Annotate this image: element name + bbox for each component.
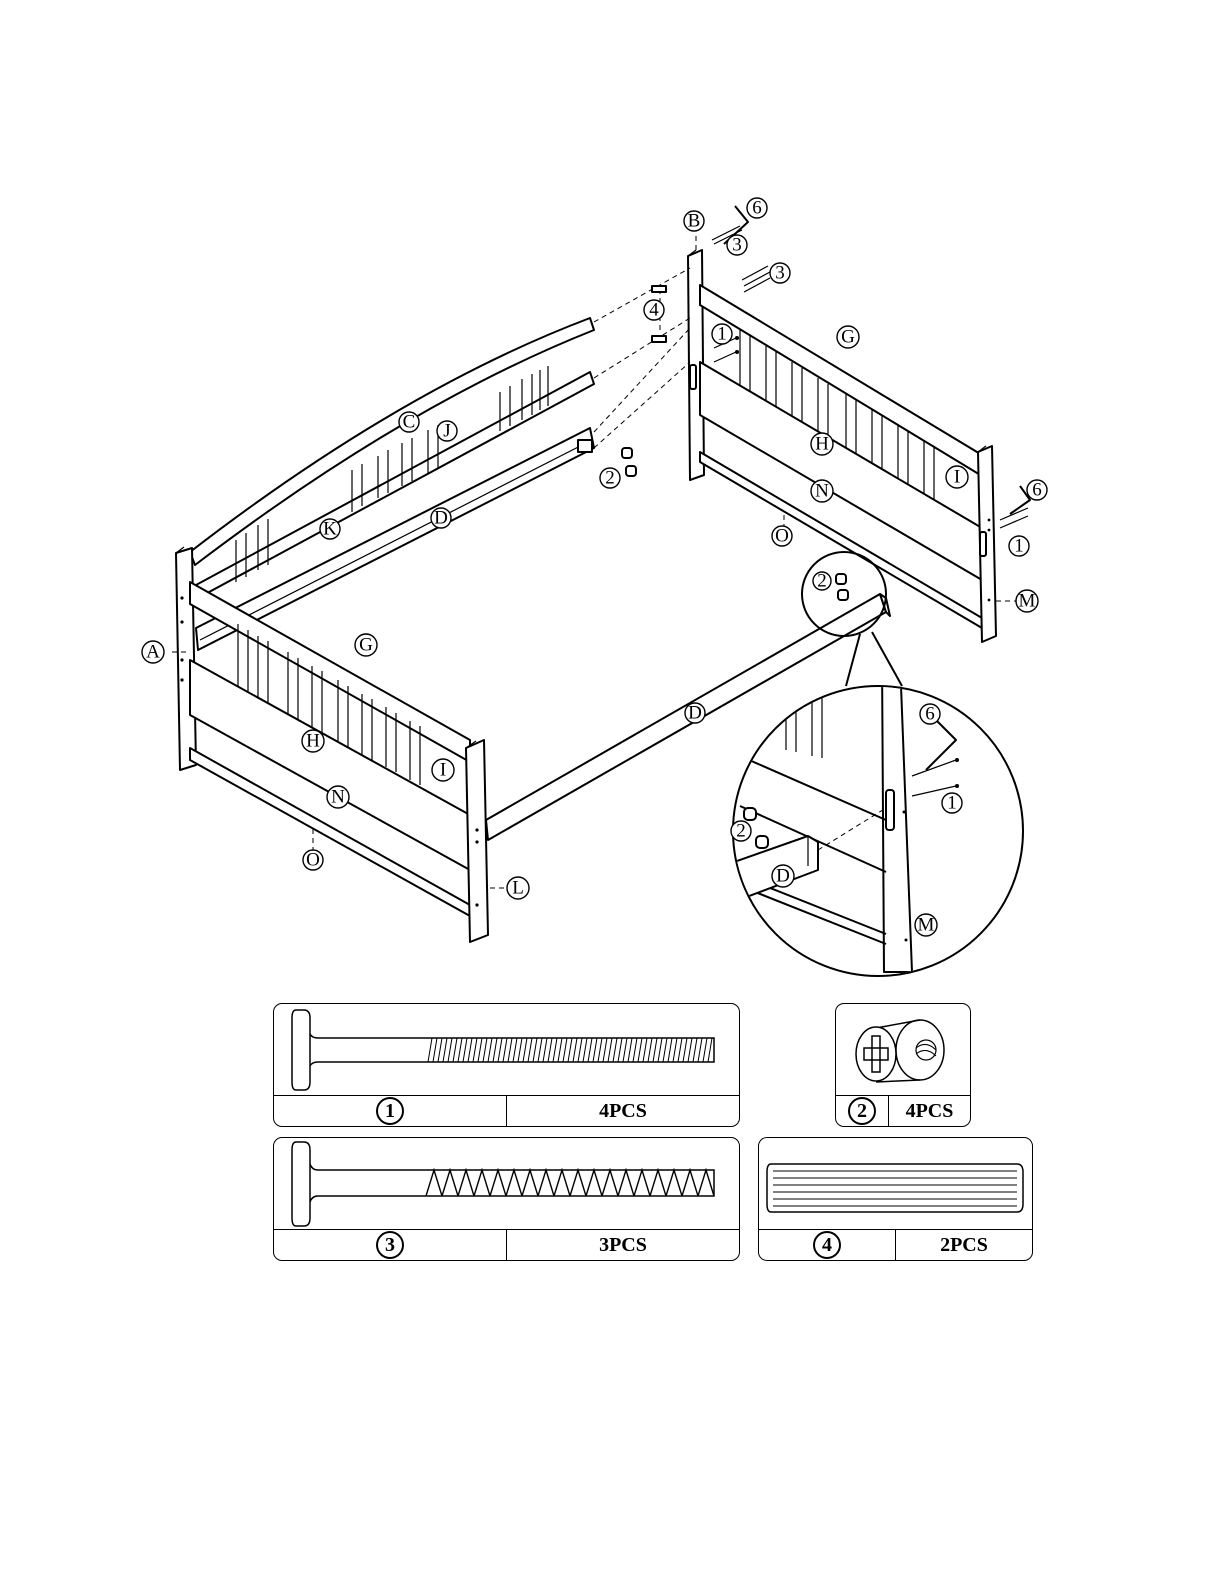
svg-text:G: G <box>359 635 373 656</box>
svg-text:K: K <box>323 519 337 540</box>
callout-H-right: H <box>811 433 833 455</box>
callout-N-right: N <box>811 480 833 502</box>
callout-N-left: N <box>327 786 349 808</box>
svg-text:3: 3 <box>732 235 742 256</box>
part-quantity-2: 4PCS <box>906 1100 954 1123</box>
callout-I-right: I <box>946 466 968 488</box>
part-quantity-1: 4PCS <box>599 1100 647 1123</box>
svg-text:1: 1 <box>1014 536 1024 557</box>
svg-text:H: H <box>306 731 320 752</box>
barrel-nut-icon <box>836 1004 970 1096</box>
left-headboard <box>176 547 488 942</box>
callout-D-back: D <box>431 508 451 529</box>
svg-text:I: I <box>440 760 446 781</box>
svg-text:M: M <box>1019 591 1036 612</box>
callout-O-left: O <box>303 850 323 871</box>
part-number-1: 1 <box>376 1097 404 1125</box>
svg-text:I: I <box>954 467 960 488</box>
svg-text:B: B <box>688 211 701 232</box>
svg-text:4: 4 <box>649 300 659 321</box>
svg-text:A: A <box>146 642 160 663</box>
svg-text:M: M <box>918 915 935 936</box>
svg-text:J: J <box>443 421 450 442</box>
callout-G-right: G <box>837 326 859 348</box>
svg-text:D: D <box>688 703 702 724</box>
svg-text:G: G <box>841 327 855 348</box>
part-number-4: 4 <box>813 1231 841 1259</box>
back-rail-assembly <box>190 318 594 650</box>
callout-1-zoom: 1 <box>942 793 962 814</box>
hardware-item-4-footer: 4 2PCS <box>759 1229 1032 1260</box>
hardware-item-1-footer: 1 4PCS <box>274 1095 739 1126</box>
svg-text:6: 6 <box>752 198 762 219</box>
callout-J: J <box>437 421 457 442</box>
svg-text:2: 2 <box>736 821 746 842</box>
svg-text:1: 1 <box>717 324 727 345</box>
callout-1-right: 1 <box>1009 536 1029 557</box>
svg-text:2: 2 <box>817 571 827 592</box>
callout-L: L <box>507 877 529 899</box>
callout-M-top: M <box>1016 590 1038 612</box>
bolt-icon <box>274 1004 739 1096</box>
svg-text:6: 6 <box>1032 480 1042 501</box>
callout-I-left: I <box>432 759 454 781</box>
wood-screw-icon <box>274 1138 739 1230</box>
hardware-item-2-footer: 2 4PCS <box>836 1095 970 1126</box>
hardware-item-3-footer: 3 3PCS <box>274 1229 739 1260</box>
callout-G-left: G <box>355 634 377 656</box>
part-number-3: 3 <box>376 1231 404 1259</box>
callout-1-top: 1 <box>712 324 732 345</box>
svg-text:N: N <box>331 787 345 808</box>
callout-6-top: 6 <box>747 198 767 219</box>
callout-K: K <box>320 519 340 540</box>
callout-6-zoom: 6 <box>920 704 940 725</box>
callout-3-top: 3 <box>727 235 747 256</box>
callout-2-zoom: 2 <box>731 821 751 842</box>
svg-text:3: 3 <box>775 263 785 284</box>
callout-H-left: H <box>302 730 324 752</box>
svg-text:D: D <box>776 866 790 887</box>
part-number-2: 2 <box>848 1097 876 1125</box>
hardware-item-2: 2 4PCS <box>835 1003 971 1127</box>
callout-O-right: O <box>772 526 792 547</box>
callout-D-front: D <box>685 703 705 724</box>
hardware-item-1: 1 4PCS <box>273 1003 740 1127</box>
callout-2-top: 2 <box>600 468 620 489</box>
callout-D-zoom: D <box>772 865 794 887</box>
svg-text:O: O <box>306 850 320 871</box>
svg-text:2: 2 <box>605 468 615 489</box>
part-quantity-4: 2PCS <box>940 1234 988 1257</box>
hardware-item-4: 4 2PCS <box>758 1137 1033 1261</box>
callout-C: C <box>399 412 419 433</box>
svg-text:N: N <box>815 481 829 502</box>
svg-text:O: O <box>775 526 789 547</box>
svg-text:6: 6 <box>925 704 935 725</box>
svg-text:D: D <box>434 508 448 529</box>
callout-3-mid: 3 <box>770 263 790 284</box>
svg-text:C: C <box>403 412 416 433</box>
callout-6-right: 6 <box>1027 480 1047 501</box>
svg-text:L: L <box>512 878 524 899</box>
callout-B: B <box>684 211 704 232</box>
zoom-detail <box>733 660 1023 976</box>
svg-text:1: 1 <box>947 793 957 814</box>
callout-A: A <box>142 641 164 663</box>
callout-2-zoom-source: 2 <box>813 571 831 592</box>
hardware-item-3: 3 3PCS <box>273 1137 740 1261</box>
dowel-icon <box>759 1138 1032 1230</box>
callout-4: 4 <box>644 300 664 321</box>
svg-text:H: H <box>815 434 829 455</box>
callout-M-zoom: M <box>915 914 937 936</box>
part-quantity-3: 3PCS <box>599 1234 647 1257</box>
